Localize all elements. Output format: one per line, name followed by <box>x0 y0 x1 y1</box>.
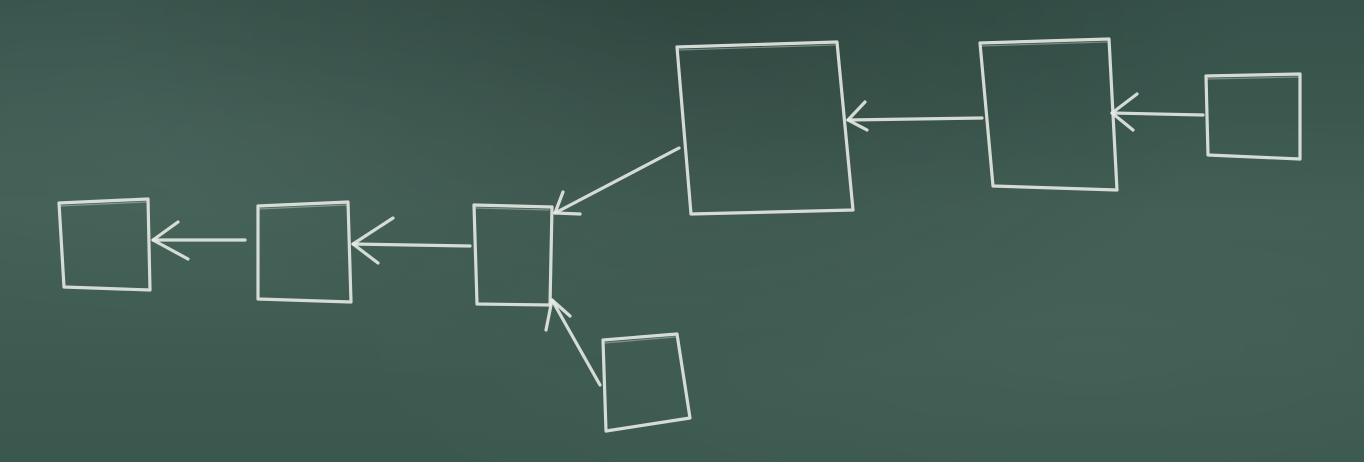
arrow-node3-to-node2 <box>351 216 472 265</box>
node-5 <box>675 40 855 216</box>
arrow-node7-to-node6 <box>1110 92 1205 132</box>
arrow-node5-to-node3 <box>553 146 681 216</box>
arrow-node2-to-node1 <box>151 220 247 261</box>
node-3 <box>472 203 554 307</box>
node-1 <box>57 197 152 292</box>
node-4 <box>601 332 692 433</box>
arrow-node6-to-node5 <box>846 100 984 132</box>
node-2 <box>256 200 353 304</box>
node-6 <box>978 37 1119 192</box>
arrow-node4-to-node3 <box>544 298 602 387</box>
node-7 <box>1204 72 1302 161</box>
